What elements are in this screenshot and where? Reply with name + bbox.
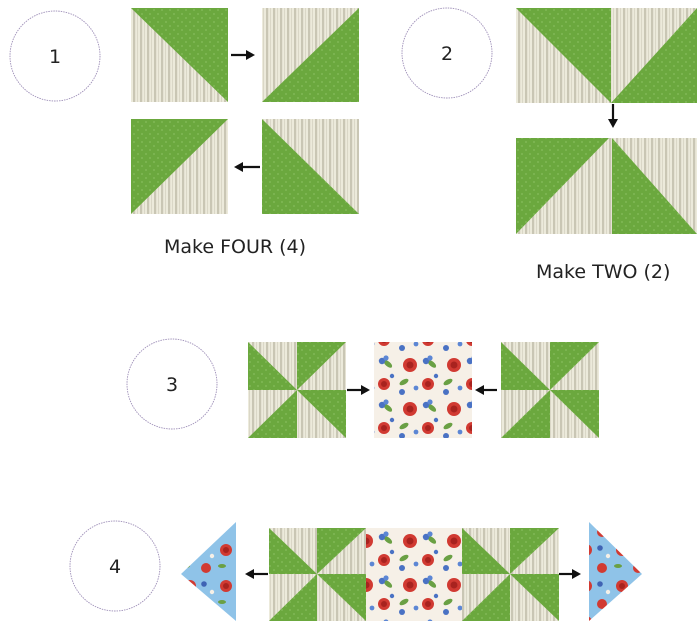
- step-3-number: 3: [166, 374, 178, 396]
- step-3-arrow-left: [475, 385, 497, 395]
- step-1-circle: 1: [10, 11, 100, 101]
- step-4-number: 4: [109, 556, 121, 578]
- step-3-arrow-right: [347, 385, 370, 395]
- step-1-arrow-right: [231, 50, 255, 60]
- step-4-circle: 4: [70, 521, 160, 611]
- step-4-pinwheel-left: [269, 528, 366, 621]
- step-1-hst-top-left: [131, 8, 228, 102]
- step-4-triangle-left: [181, 522, 236, 621]
- step-1-hst-top-right: [262, 8, 359, 102]
- step-3-circle: 3: [127, 339, 217, 429]
- step-1-caption: Make FOUR (4): [164, 236, 306, 258]
- step-2-top-row: [516, 8, 697, 103]
- step-4-triangle-right: [589, 522, 642, 621]
- step-3-floral-square: [374, 342, 472, 438]
- step-2-bottom-row: [516, 138, 697, 234]
- step-4-arrow-left: [245, 569, 268, 579]
- step-4-floral-square: [366, 528, 462, 621]
- step-1-hst-bottom-left: [131, 119, 228, 214]
- step-2-circle: 2: [402, 8, 492, 98]
- step-3-pinwheel-right: [501, 342, 599, 438]
- step-1-number: 1: [49, 46, 61, 68]
- step-1-hst-bottom-right: [262, 119, 359, 214]
- step-3-pinwheel-left: [248, 342, 346, 438]
- step-1-arrow-left: [234, 162, 260, 172]
- step-4-pinwheel-right: [462, 528, 559, 621]
- step-4-arrow-right: [559, 569, 581, 579]
- step-2-arrow-down: [608, 104, 618, 128]
- step-2-caption: Make TWO (2): [536, 261, 670, 283]
- step-2-number: 2: [441, 43, 453, 65]
